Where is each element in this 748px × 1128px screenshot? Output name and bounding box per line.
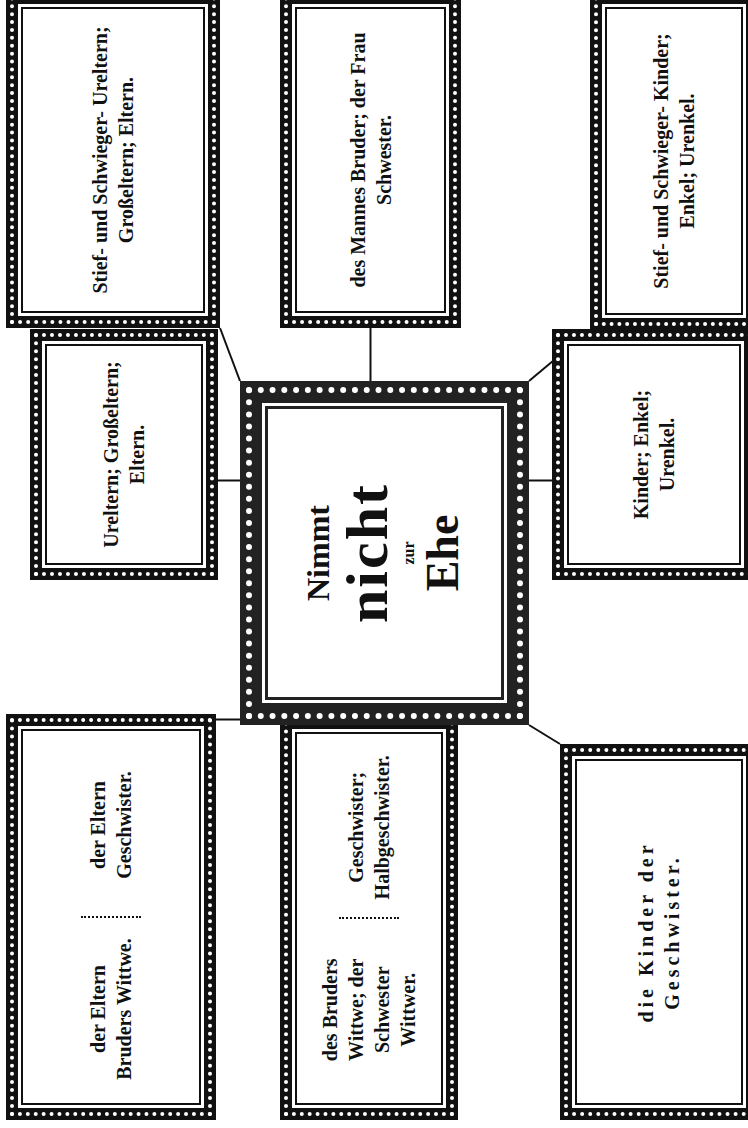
connector-line	[529, 725, 560, 744]
relation-box: Stief- und Schwieger- Ureltern; Großelte…	[6, 0, 220, 328]
heading-text: Nimmt	[301, 505, 336, 601]
relation-text: Stief- und Schwieger- Ureltern; Großelte…	[87, 18, 139, 302]
relation-text: des Bruders Wittwe; der Schwester Wittwe…	[313, 920, 425, 1101]
heading-text: zur	[399, 541, 418, 564]
relation-box: die Kinder der Geschwister.	[560, 744, 748, 1120]
connector-line	[218, 480, 240, 482]
connector-line	[220, 328, 240, 381]
relation-text: des Mannes Bruder; der Frau Schwester.	[345, 18, 397, 302]
relation-box: der Eltern Bruders Wittwe.der Eltern Ges…	[6, 714, 216, 1120]
relation-text: der Eltern Geschwister.	[81, 734, 141, 918]
relation-text: Stief- und Schwieger- Kinder; Enkel; Ure…	[648, 18, 700, 304]
relation-text: Kinder; Enkel; Urenkel.	[628, 355, 680, 554]
relation-box: des Bruders Wittwe; der Schwester Wittwe…	[280, 717, 458, 1120]
connector-line	[529, 480, 552, 482]
relation-box: Stief- und Schwieger- Kinder; Enkel; Ure…	[590, 0, 748, 330]
heading-text: nicht	[336, 483, 399, 623]
connector-line	[216, 719, 240, 721]
relation-text: Ureltern; Großeltern; Eltern.	[98, 355, 150, 554]
relation-text: die Kinder der Geschwister.	[633, 770, 685, 1094]
connector-line	[370, 328, 372, 381]
heading-text: Ehe	[418, 515, 469, 592]
relation-box: des Mannes Bruder; der Frau Schwester.	[280, 0, 461, 328]
relation-box: Ureltern; Großeltern; Eltern.	[30, 329, 218, 580]
title-box: NimmtnichtzurEhe	[240, 381, 529, 725]
relation-text: Geschwister; Halbgeschwister.	[339, 737, 399, 920]
relation-box: Kinder; Enkel; Urenkel.	[552, 329, 748, 580]
relation-text: der Eltern Bruders Wittwe.	[81, 918, 141, 1100]
